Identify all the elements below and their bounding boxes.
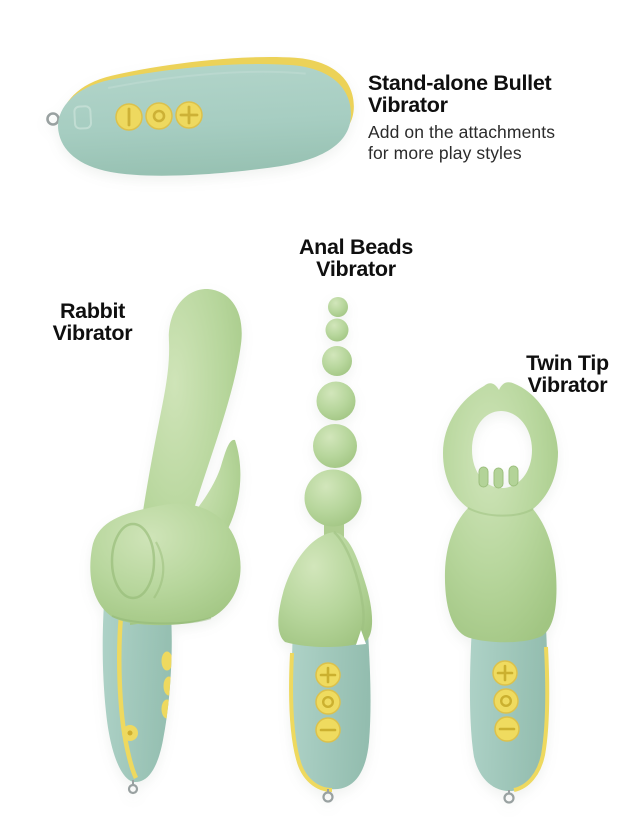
attachment-sleeve xyxy=(278,532,373,648)
twin-tip-attachment xyxy=(443,382,558,643)
power-button-icon xyxy=(145,102,173,130)
handle-accent-rim xyxy=(513,646,550,792)
anal-beads-vibrator-illustration xyxy=(278,297,373,803)
bead-stack xyxy=(304,297,362,545)
bead xyxy=(313,424,357,468)
sleeve-notch xyxy=(356,630,366,645)
rabbit-handle xyxy=(102,598,172,783)
bead xyxy=(304,469,362,527)
rabbit-vibrator-illustration xyxy=(90,288,242,795)
side-button-icon xyxy=(161,651,172,671)
bead xyxy=(325,318,349,342)
bullet-description: Add on the attachments for more play sty… xyxy=(368,122,556,163)
handle-accent-rim xyxy=(289,652,333,792)
bead xyxy=(322,346,352,376)
anal-beads-button-column xyxy=(315,662,341,743)
bead xyxy=(328,297,348,317)
keychain-loop-icon xyxy=(46,112,60,126)
bullet-vibrator-illustration xyxy=(46,56,354,176)
anal-beads-title: Anal Beads Vibrator xyxy=(298,235,414,282)
rabbit-title: Rabbit Vibrator xyxy=(52,299,133,346)
side-button-icon xyxy=(161,699,172,719)
power-button-icon xyxy=(493,688,519,714)
power-button-icon xyxy=(315,689,341,715)
bullet-body xyxy=(58,64,351,176)
rabbit-base-sleeve xyxy=(90,503,241,626)
charge-port-detail xyxy=(73,105,93,130)
side-button-icon xyxy=(163,676,172,696)
sleeve-fold-detail xyxy=(110,522,156,600)
bead xyxy=(316,381,356,421)
attachment-loop-icon xyxy=(503,792,515,804)
bullet-title: Stand-alone Bullet Vibrator xyxy=(368,71,552,118)
attachment-loop-icon xyxy=(322,791,334,803)
twin-tip-nubs xyxy=(478,465,519,489)
twin-tip-title: Twin Tip Vibrator xyxy=(526,351,609,398)
twin-tip-button-column xyxy=(492,660,520,742)
attachment-loop-icon xyxy=(127,783,139,795)
sleeve-waist-crease xyxy=(467,507,534,517)
twin-tip-vibrator-illustration xyxy=(443,382,558,804)
bullet-button-row xyxy=(115,101,203,131)
